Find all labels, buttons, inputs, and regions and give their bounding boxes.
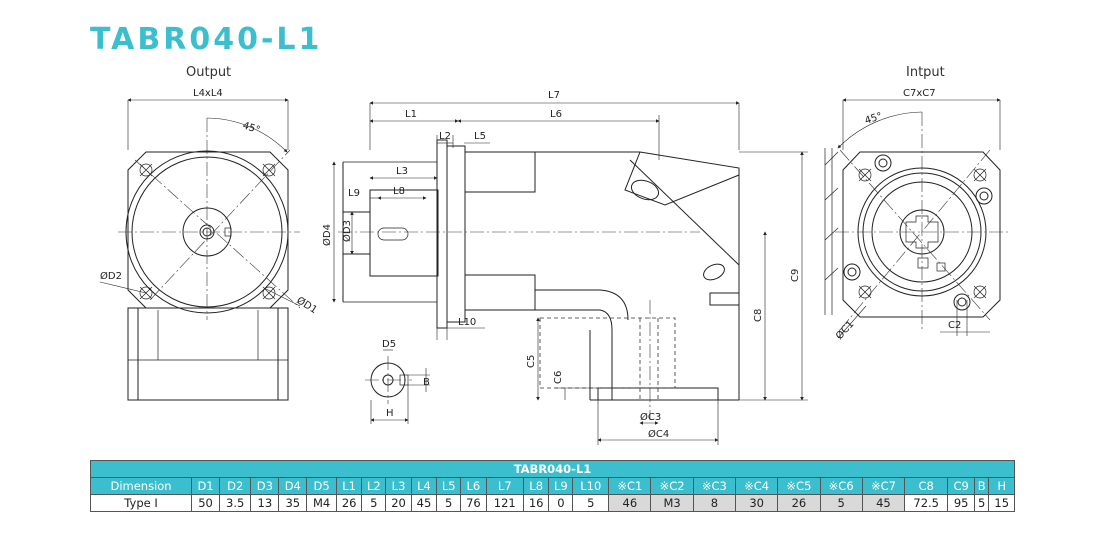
table-cell: 45 — [861, 494, 906, 512]
dim-l3: L3 — [396, 166, 408, 177]
dim-b: B — [423, 377, 430, 388]
table-cell: 30 — [734, 494, 779, 512]
dim-c6: C6 — [553, 371, 564, 384]
dim-d3: ØD3 — [341, 220, 353, 242]
table-cell: 95 — [947, 494, 975, 512]
table-cell: M4 — [306, 494, 337, 512]
table-cell: 72.5 — [904, 494, 949, 512]
table-header-cell: B — [973, 477, 990, 495]
dim-d1: ØD1 — [294, 294, 319, 316]
table-cell: 26 — [335, 494, 363, 512]
key-detail-view: D5 B H — [365, 339, 430, 424]
table-header-cell: D1 — [191, 477, 220, 495]
dim-angle-input: 45° — [864, 111, 884, 127]
dim-angle-output: 45° — [241, 120, 261, 136]
table-cell: 5 — [819, 494, 863, 512]
table-cell: 5 — [973, 494, 990, 512]
table-cell: 5 — [361, 494, 387, 512]
dim-l2: L2 — [439, 131, 451, 142]
table-header-cell: L1 — [335, 477, 363, 495]
table-header-cell: L7 — [485, 477, 524, 495]
table-cell: 35 — [278, 494, 308, 512]
dim-d2: ØD2 — [100, 270, 122, 282]
table-header-cell: D4 — [278, 477, 308, 495]
table-cell: 26 — [777, 494, 821, 512]
output-view-label: Output — [186, 65, 232, 80]
table-cell: 46 — [608, 494, 652, 512]
table-header-cell: L10 — [572, 477, 610, 495]
table-header-cell: ※C1 — [608, 477, 652, 495]
table-header-cell: D3 — [250, 477, 280, 495]
table-header-cell: L6 — [460, 477, 487, 495]
dim-d4: ØD4 — [321, 224, 333, 246]
dim-l4xl4: L4xL4 — [193, 88, 223, 99]
dim-l7: L7 — [548, 90, 560, 101]
dim-d5: D5 — [382, 339, 396, 350]
table-header-cell: D2 — [218, 477, 252, 495]
table-cell: 20 — [385, 494, 412, 512]
table-header-cell: C8 — [904, 477, 949, 495]
input-view: C7xC7 — [824, 88, 1010, 342]
table-cell: 5 — [572, 494, 610, 512]
table-header-cell: L2 — [361, 477, 387, 495]
dim-l8: L8 — [393, 186, 405, 197]
table-cell: 8 — [692, 494, 737, 512]
table-title: TABR040-L1 — [90, 460, 1015, 478]
table-header-cell: ※C2 — [650, 477, 694, 495]
dim-l10: L10 — [458, 317, 476, 328]
dim-c8: C8 — [753, 309, 764, 322]
dim-h: H — [386, 408, 394, 419]
table-cell: Type I — [89, 494, 193, 512]
table-header-cell: L9 — [548, 477, 574, 495]
table-cell: 50 — [191, 494, 220, 512]
table-header-cell: L3 — [385, 477, 412, 495]
table-header-cell: ※C5 — [777, 477, 821, 495]
table-cell: 5 — [436, 494, 462, 512]
table-header-cell: H — [988, 477, 1015, 495]
output-view: L4xL4 45° ØD2 — [99, 88, 319, 401]
table-header-cell: L8 — [522, 477, 550, 495]
dim-c1: ØC1 — [833, 318, 856, 342]
side-view: L7 L1 L6 L2 L5 — [321, 90, 808, 445]
table-header-cell: D5 — [306, 477, 337, 495]
input-view-label: Intput — [906, 65, 945, 80]
table-cell: 45 — [410, 494, 438, 512]
table-header-cell: L5 — [436, 477, 462, 495]
table-header-cell: ※C7 — [861, 477, 906, 495]
dim-c2: C2 — [948, 320, 961, 331]
dim-l5: L5 — [474, 131, 486, 142]
dim-l1: L1 — [405, 109, 417, 120]
table-header-cell: ※C4 — [734, 477, 779, 495]
page-title: TABR040-L1 — [90, 22, 323, 57]
table-cell: 13 — [250, 494, 280, 512]
table-cell: 121 — [485, 494, 524, 512]
table-header-cell: ※C3 — [692, 477, 737, 495]
dim-c5: C5 — [526, 355, 537, 368]
table-header-cell: C9 — [947, 477, 975, 495]
dim-c4: ØC4 — [648, 428, 669, 440]
table-header-cell: ※C6 — [819, 477, 863, 495]
technical-drawing: L4xL4 45° ØD2 — [99, 88, 1010, 445]
dim-c3: ØC3 — [640, 411, 661, 423]
dim-c9: C9 — [790, 269, 801, 282]
table-cell: 3.5 — [218, 494, 252, 512]
table-cell: 76 — [460, 494, 487, 512]
table-cell: 15 — [988, 494, 1015, 512]
table-cell: M3 — [650, 494, 694, 512]
dim-l9: L9 — [348, 188, 360, 199]
table-header-cell: L4 — [410, 477, 438, 495]
table-cell: 0 — [548, 494, 574, 512]
table-header-cell: Dimension — [89, 477, 193, 495]
dim-l6: L6 — [550, 109, 562, 120]
table-cell: 16 — [522, 494, 550, 512]
dim-c7xc7: C7xC7 — [903, 88, 936, 99]
